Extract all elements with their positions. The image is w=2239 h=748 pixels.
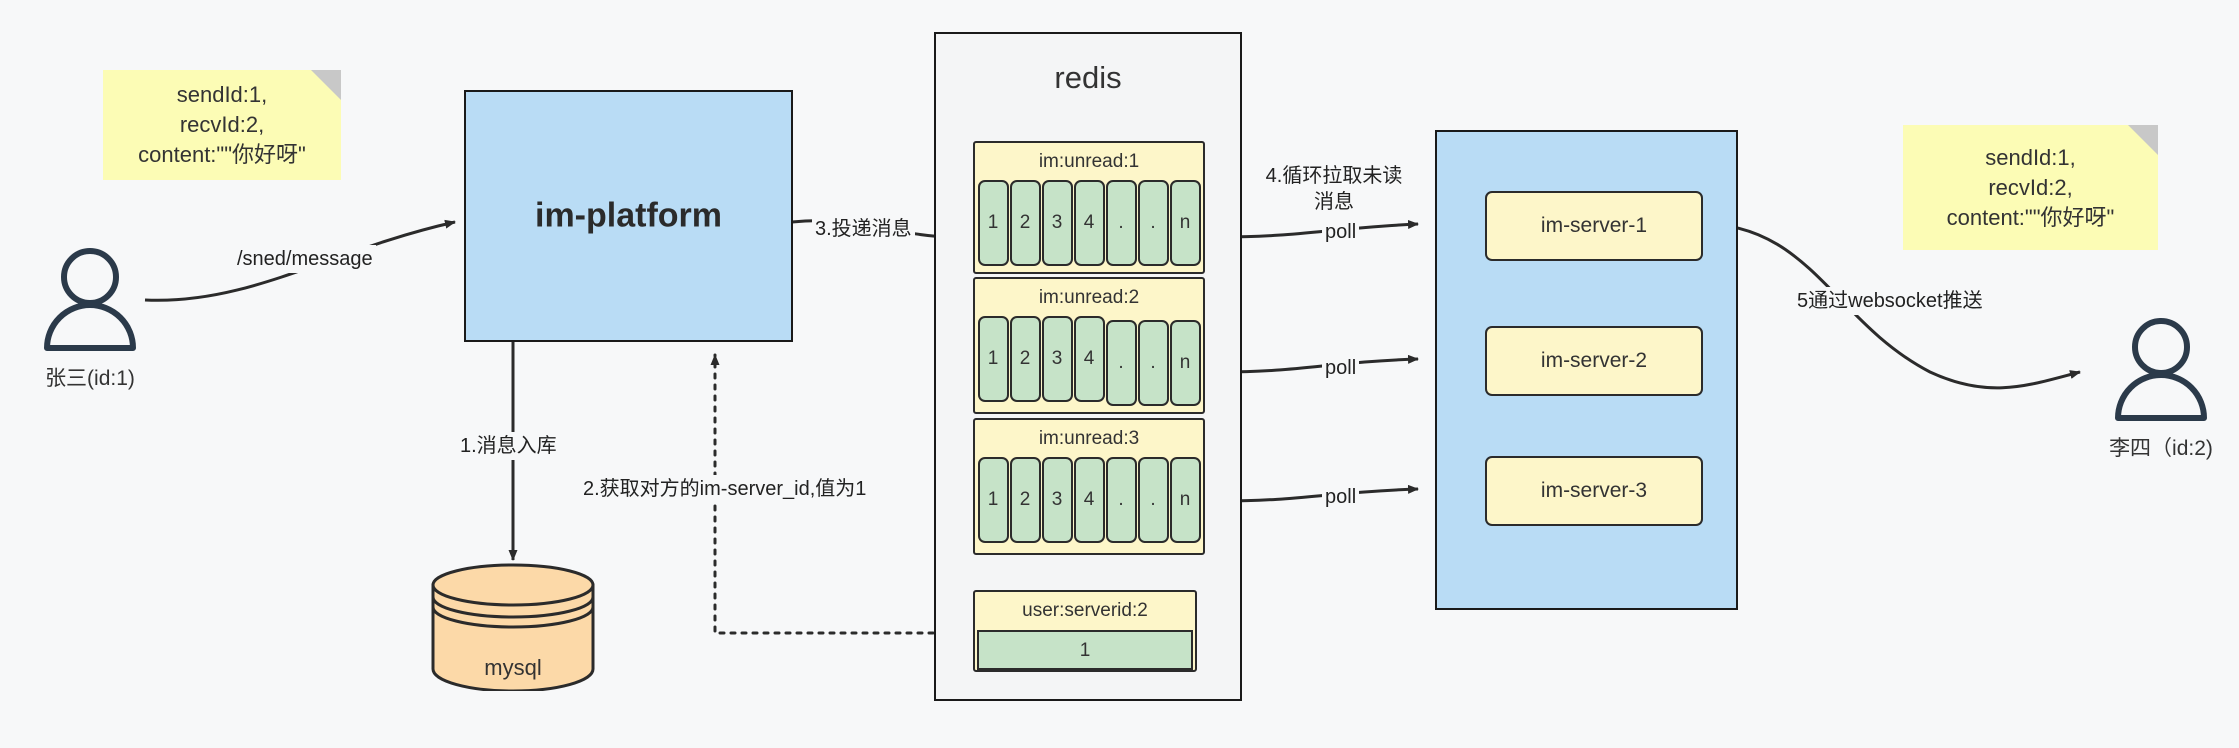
- queue1-cell: 4: [1073, 180, 1105, 266]
- im-server-1-node[interactable]: im-server-1: [1485, 191, 1703, 261]
- queue2-cells: 1 2 3 4 . . n: [975, 316, 1203, 406]
- queue3-key: im:unread:3: [1038, 428, 1140, 449]
- edge-label-send-message: /sned/message: [234, 245, 376, 273]
- edge-label-step3: 3.投递消息: [812, 215, 915, 243]
- note-right-line1: sendId:1,: [1985, 144, 2076, 170]
- queue2-cell: 4: [1073, 316, 1105, 402]
- edge-label-poll-3: poll: [1322, 483, 1360, 511]
- im-server-1-label: im-server-1: [1540, 214, 1648, 237]
- person-icon: [2115, 318, 2207, 421]
- queue1-cell: 2: [1009, 180, 1041, 266]
- mysql-database[interactable]: mysql: [429, 563, 597, 693]
- edge-queue1-to-server1: [1221, 219, 1419, 239]
- edge-queue2-to-server2: [1221, 354, 1419, 374]
- queue3-cell: 2: [1009, 457, 1041, 543]
- actor-receiver: 李四（id:2): [2106, 314, 2216, 462]
- database-cylinder-icon: [431, 563, 595, 693]
- edge-label-step5: 5通过websocket推送: [1794, 287, 1986, 315]
- sticky-note-right: sendId:1, recvId:2, content:""你好呀": [1903, 125, 2158, 250]
- queue1-cell: 1: [977, 180, 1009, 266]
- actor-receiver-label: 李四（id:2): [2109, 437, 2213, 460]
- queue2-cell: 2: [1009, 316, 1041, 402]
- sticky-note-left: sendId:1, recvId:2, content:""你好呀": [103, 70, 341, 180]
- edge-label-step4: 4.循环拉取未读消息: [1256, 162, 1412, 216]
- edge-label-step4-line1: 4.循环拉取未读消: [1265, 165, 1403, 213]
- queue2-cell: 3: [1041, 316, 1073, 402]
- kv-key-label: user:serverid:2: [1022, 600, 1148, 621]
- im-platform-box[interactable]: im-platform: [464, 90, 793, 342]
- im-server-3-node[interactable]: im-server-3: [1485, 456, 1703, 526]
- queue3-cell: .: [1137, 457, 1169, 543]
- redis-queue-im-unread-1[interactable]: im:unread:1 1 2 3 4 . . n: [973, 141, 1205, 274]
- queue2-key: im:unread:2: [1038, 287, 1140, 308]
- queue1-cells: 1 2 3 4 . . n: [975, 180, 1203, 266]
- note-right-line2: recvId:2,: [1988, 174, 2073, 200]
- queue3-cell: 3: [1041, 457, 1073, 543]
- note-right-line3: content:""你好呀": [1946, 204, 2115, 230]
- im-platform-label: im-platform: [535, 196, 722, 235]
- queue1-key: im:unread:1: [1038, 151, 1140, 172]
- edge-label-poll-2: poll: [1322, 354, 1360, 382]
- actor-sender-label: 张三(id:1): [45, 367, 135, 390]
- edge-label-poll-1: poll: [1322, 218, 1360, 246]
- redis-kv-user-serverid[interactable]: user:serverid:2 1: [973, 590, 1197, 672]
- queue1-cell: .: [1137, 180, 1169, 266]
- redis-queue-im-unread-2[interactable]: im:unread:2 1 2 3 4 . . n: [973, 277, 1205, 414]
- edge-label-step4-line2: 息: [1334, 191, 1354, 213]
- queue3-cells: 1 2 3 4 . . n: [975, 457, 1203, 543]
- redis-title: redis: [1054, 60, 1122, 95]
- mysql-label: mysql: [484, 655, 542, 680]
- edge-queue3-to-server3: [1221, 484, 1419, 503]
- note-left-line2: recvId:2,: [179, 112, 265, 137]
- edge-label-step1: 1.消息入库: [457, 432, 560, 460]
- im-server-3-label: im-server-3: [1540, 479, 1648, 502]
- queue1-cell: n: [1169, 180, 1201, 266]
- actor-sender: 张三(id:1): [35, 244, 145, 392]
- queue3-cell: 4: [1073, 457, 1105, 543]
- kv-value: 1: [977, 630, 1193, 670]
- queue2-cell: .: [1105, 320, 1137, 406]
- redis-queue-im-unread-3[interactable]: im:unread:3 1 2 3 4 . . n: [973, 418, 1205, 555]
- queue2-cell: 1: [977, 316, 1009, 402]
- note-fold-corner-icon: [2128, 125, 2158, 155]
- queue2-cell: .: [1137, 320, 1169, 406]
- queue1-cell: .: [1105, 180, 1137, 266]
- person-icon: [44, 248, 136, 351]
- queue1-cell: 3: [1041, 180, 1073, 266]
- im-server-2-node[interactable]: im-server-2: [1485, 326, 1703, 396]
- queue3-cell: n: [1169, 457, 1201, 543]
- redis-container: redis im:unread:1 1 2 3 4 . . n im:unrea…: [934, 32, 1242, 701]
- edge-label-step2: 2.获取对方的im-server_id,值为1: [580, 475, 870, 503]
- im-server-2-label: im-server-2: [1540, 349, 1648, 372]
- queue3-cell: 1: [977, 457, 1009, 543]
- im-server-cluster: im-server-1 im-server-2 im-server-3: [1435, 130, 1738, 610]
- note-left-line1: sendId:1,: [176, 82, 268, 107]
- queue3-cell: .: [1105, 457, 1137, 543]
- queue2-cell: n: [1169, 320, 1201, 406]
- note-left-line3: content:""你好呀": [138, 142, 306, 167]
- note-fold-corner-icon: [311, 70, 341, 100]
